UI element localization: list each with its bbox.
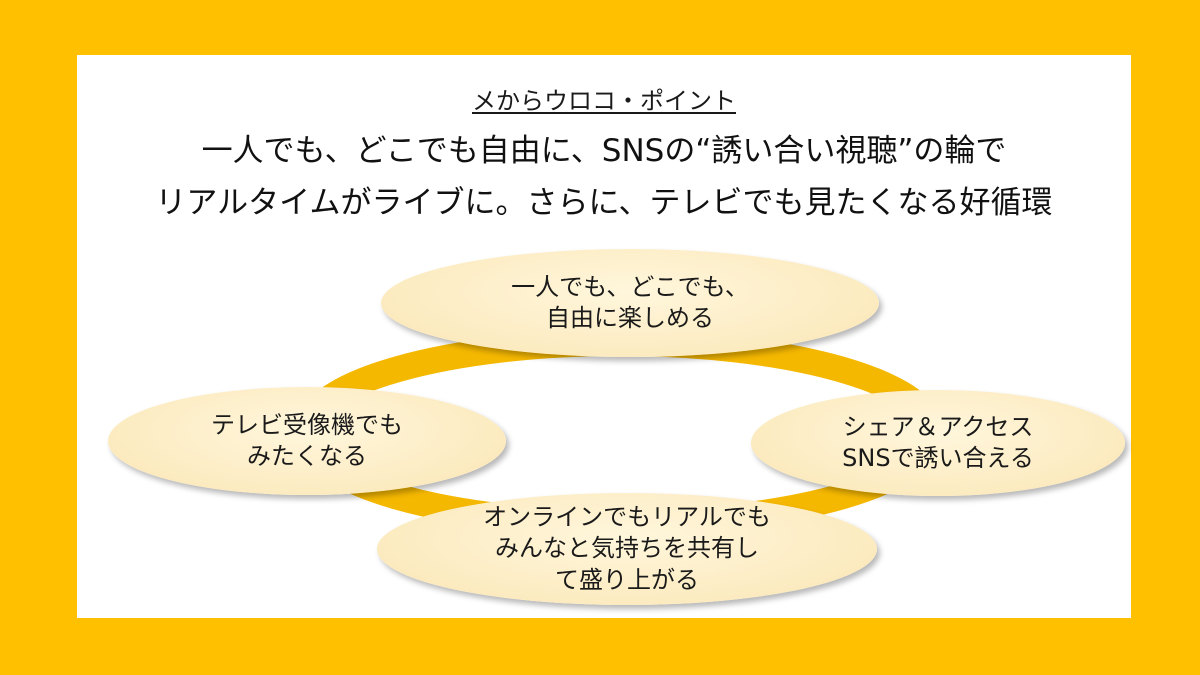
cycle-node-bottom-line3: て盛り上がる xyxy=(555,565,699,594)
cycle-node-left-line2: みたくなる xyxy=(247,442,367,470)
headline-line-1: 一人でも、どこでも自由に、SNSの“誘い合い視聴”の輪で xyxy=(201,133,1007,169)
cycle-node-left: テレビ受像機でも みたくなる xyxy=(108,387,506,495)
cycle-node-right-line2: SNSで誘い合える xyxy=(842,444,1034,472)
cycle-node-bottom: オンラインでもリアルでも みんなと気持ちを共有し て盛り上がる xyxy=(377,493,877,605)
cycle-node-right-line1: シェア＆アクセス xyxy=(842,412,1034,441)
slide-panel: メからウロコ・ポイント 一人でも、どこでも自由に、SNSの“誘い合い視聴”の輪で… xyxy=(77,55,1131,618)
slide-subtitle: メからウロコ・ポイント xyxy=(472,87,736,115)
cycle-node-right: シェア＆アクセス SNSで誘い合える xyxy=(751,390,1125,496)
cycle-node-top-line1: 一人でも、どこでも、 xyxy=(511,272,749,301)
cycle-node-bottom-line2: みんなと気持ちを共有し xyxy=(495,534,759,563)
cycle-node-top: 一人でも、どこでも、 自由に楽しめる xyxy=(381,249,879,357)
cycle-node-top-line2: 自由に楽しめる xyxy=(546,304,714,332)
cycle-node-left-line1: テレビ受像機でも xyxy=(211,410,403,439)
headline-line-2: リアルタイムがライブに。さらに、テレビでも見たくなる好循環 xyxy=(155,185,1053,221)
cycle-node-bottom-line1: オンラインでもリアルでも xyxy=(483,503,771,532)
